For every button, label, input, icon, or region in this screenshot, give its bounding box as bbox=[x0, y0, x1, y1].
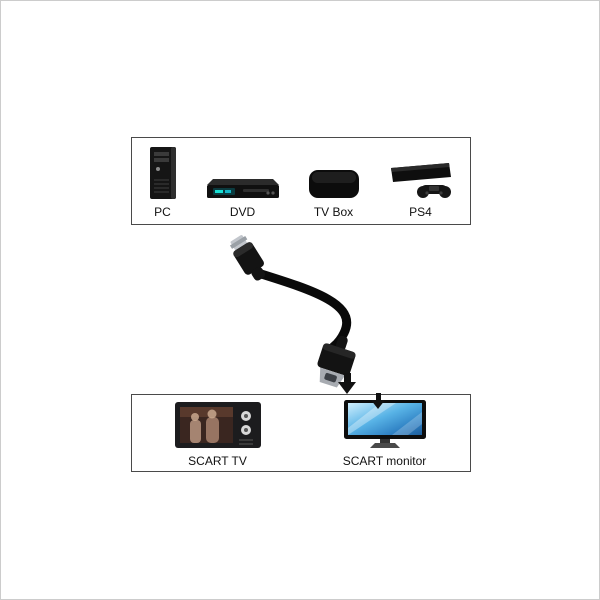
down-arrow-icon bbox=[371, 393, 385, 409]
device-scart-tv: SCART TV bbox=[173, 398, 263, 467]
display-devices-box: SCART TV bbox=[131, 394, 471, 472]
device-label-pc: PC bbox=[154, 205, 171, 219]
source-devices-box: PC DVD bbox=[131, 137, 471, 225]
hdmi-plug-icon bbox=[229, 235, 265, 281]
ps4-console-icon bbox=[385, 143, 457, 201]
device-pc: PC bbox=[146, 142, 180, 218]
dvd-player-icon bbox=[203, 143, 283, 201]
device-label-tv-box: TV Box bbox=[313, 205, 354, 219]
device-ps4: PS4 bbox=[385, 142, 457, 218]
hdmi-to-scart-cable-icon bbox=[229, 235, 356, 388]
down-arrow-icon bbox=[338, 373, 356, 394]
device-label-scart-monitor: SCART monitor bbox=[342, 454, 427, 468]
scart-tv-icon bbox=[173, 400, 263, 450]
pc-tower-icon bbox=[146, 143, 180, 201]
device-label-scart-tv: SCART TV bbox=[188, 454, 247, 468]
device-tv-box: TV Box bbox=[306, 142, 362, 218]
tv-box-icon bbox=[306, 143, 362, 201]
device-dvd: DVD bbox=[203, 142, 283, 218]
device-label-dvd: DVD bbox=[229, 205, 256, 219]
device-label-ps4: PS4 bbox=[409, 205, 432, 219]
